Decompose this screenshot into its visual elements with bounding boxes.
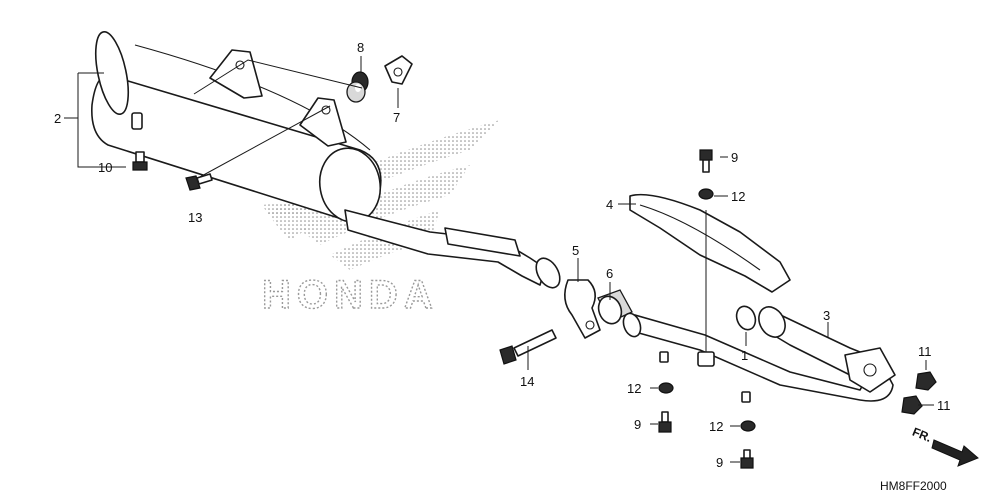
nut-11b	[901, 395, 923, 415]
callout-11a: 11	[918, 344, 932, 359]
callout-9a: 9	[731, 150, 738, 165]
exhaust-pipe-part	[622, 306, 896, 403]
mount-collar-part	[384, 55, 413, 85]
muffler-part	[91, 31, 382, 223]
bolt-13	[185, 173, 213, 191]
front-direction-label: FR.	[910, 425, 933, 445]
callout-9b: 9	[634, 417, 641, 432]
front-direction-marker: FR.	[910, 425, 979, 467]
joint-gasket-part	[597, 289, 633, 325]
nut-11a	[915, 371, 937, 391]
callout-9c: 9	[716, 455, 723, 470]
callout-14: 14	[520, 374, 534, 389]
callout-5: 5	[572, 243, 579, 258]
callout-1: 1	[741, 348, 748, 363]
callout-10: 10	[98, 160, 112, 175]
callout-2: 2	[54, 111, 61, 126]
rubber-mount-part	[346, 71, 369, 103]
callout-7: 7	[393, 110, 400, 125]
washer-12c	[740, 420, 756, 432]
callout-13: 13	[188, 210, 202, 225]
washer-12b	[658, 382, 674, 394]
bolt-9a	[699, 149, 713, 173]
callout-12b: 12	[627, 381, 641, 396]
callout-4: 4	[606, 197, 613, 212]
bolt-14	[499, 329, 557, 365]
washer-12a	[698, 188, 714, 200]
bolt-9b	[658, 411, 672, 433]
bolt-10	[132, 151, 148, 171]
pipe-clamp-part	[564, 279, 601, 339]
direction-arrow-icon	[931, 439, 979, 467]
leader-lines	[64, 56, 934, 463]
muffler-outlet-pipe-part	[344, 209, 561, 289]
callout-12a: 12	[731, 189, 745, 204]
callout-3: 3	[823, 308, 830, 323]
heat-protector-part	[629, 193, 791, 293]
honda-logo-text: HONDA	[262, 273, 439, 317]
bolt-9c	[740, 449, 754, 469]
callout-11b: 11	[937, 398, 951, 413]
drawing-code: HM8FF2000	[880, 479, 947, 493]
gasket-ring-part	[735, 305, 757, 331]
callout-8: 8	[357, 40, 364, 55]
callout-6: 6	[606, 266, 613, 281]
callout-12c: 12	[709, 419, 723, 434]
